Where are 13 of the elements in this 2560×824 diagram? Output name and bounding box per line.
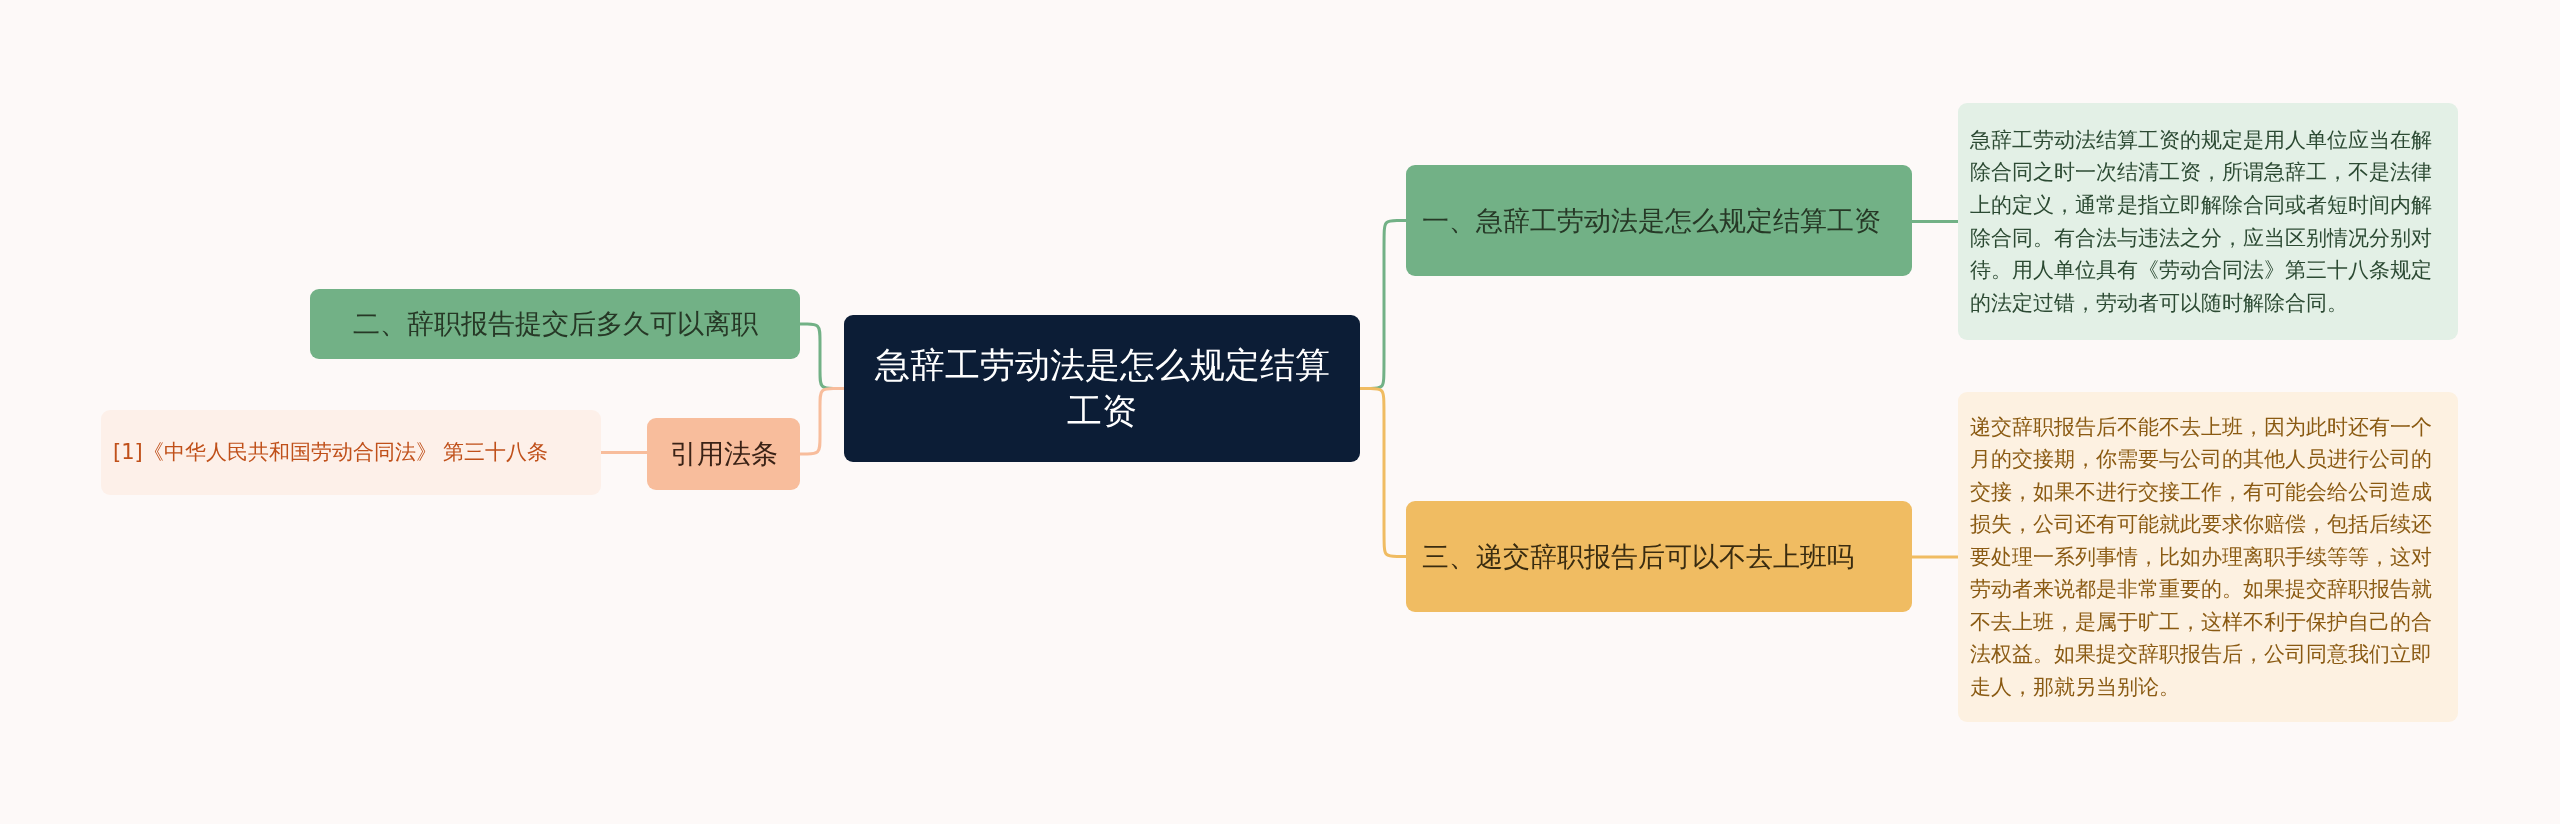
connector-line <box>601 451 647 454</box>
topic-box: 二、辞职报告提交后多久可以离职 <box>310 289 800 359</box>
root-topic-box: 急辞工劳动法是怎么规定结算工资 <box>844 315 1360 462</box>
note-box: 急辞工劳动法结算工资的规定是用人单位应当在解除合同之时一次结清工资，所谓急辞工，不是法律上的定义，通常是指立即解除合同或者短时间内解除合同。有合法与违法之分，应当区别情况分别对待。用人单位具有《劳动合同法》第三十八条规定的法定过错，劳动者可以随时解除合同。 <box>1958 103 2458 340</box>
topic-box: 引用法条 <box>647 418 800 490</box>
connector-line <box>799 387 844 456</box>
note-box: 递交辞职报告后不能不去上班，因为此时还有一个月的交接期，你需要与公司的其他人员进行公司的交接，如果不进行交接工作，有可能会给公司造成损失，公司还有可能就此要求你赔偿，包括后续还要处理一系列事情，比如办理离职手续等等，这对劳动者来说都是非常重要的。如果提交辞职报告就不去上班，是属于旷工，这样不利于保护自己的合法权益。如果提交辞职报告后，公司同意我们立即走人，那就另当别论。 <box>1958 392 2458 722</box>
connector-line <box>1360 387 1407 558</box>
connector-line <box>1912 555 1958 559</box>
connector-line <box>1912 220 1958 223</box>
topic-box: 三、递交辞职报告后可以不去上班吗 <box>1406 501 1912 612</box>
reference-box: [1]《中华人民共和国劳动合同法》 第三十八条 <box>101 410 601 495</box>
topic-box: 一、急辞工劳动法是怎么规定结算工资 <box>1406 165 1912 276</box>
